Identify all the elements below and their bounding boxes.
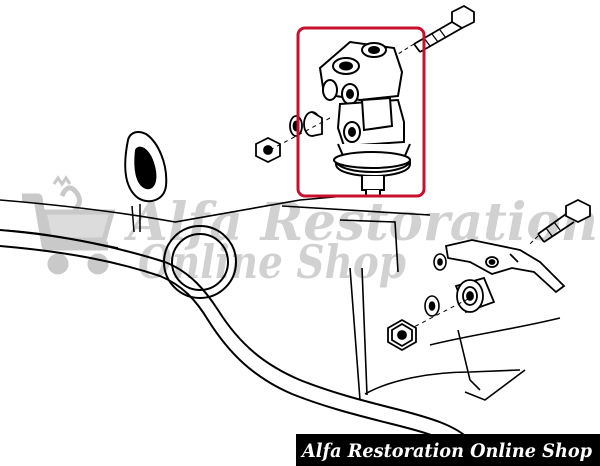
valve-mounting-washer xyxy=(289,115,303,137)
watermark-line-1: Alfa Restoration xyxy=(123,192,598,253)
link-bracket xyxy=(444,239,566,294)
bushed-spacer xyxy=(454,276,496,314)
bracket-fixing-bolt xyxy=(529,198,591,245)
valve-fixing-bolt xyxy=(397,4,475,55)
watermark: Alfa Restoration Online Shop xyxy=(22,175,598,289)
rubber-bush xyxy=(124,131,168,233)
footer-banner: Alfa Restoration Online Shop xyxy=(296,434,600,466)
valve-mounting-nut xyxy=(255,136,281,164)
bracket-fixing-nut xyxy=(387,318,417,352)
anti-roll-bar xyxy=(0,225,496,466)
chassis-outline xyxy=(0,195,561,401)
fixing-axis-line-top xyxy=(269,117,331,151)
watermark-line-2: Online Shop xyxy=(138,235,406,289)
part-highlight-box xyxy=(296,26,426,198)
spacer-washer xyxy=(424,295,440,317)
valve-spacer xyxy=(303,111,323,137)
cart-with-biscione-icon xyxy=(22,175,116,275)
footer-text: Alfa Restoration Online Shop xyxy=(300,440,593,462)
bracket-washer-small xyxy=(433,253,447,271)
fixing-axis-line-bottom xyxy=(407,297,471,331)
brake-pressure-regulator-valve[interactable] xyxy=(318,40,411,197)
